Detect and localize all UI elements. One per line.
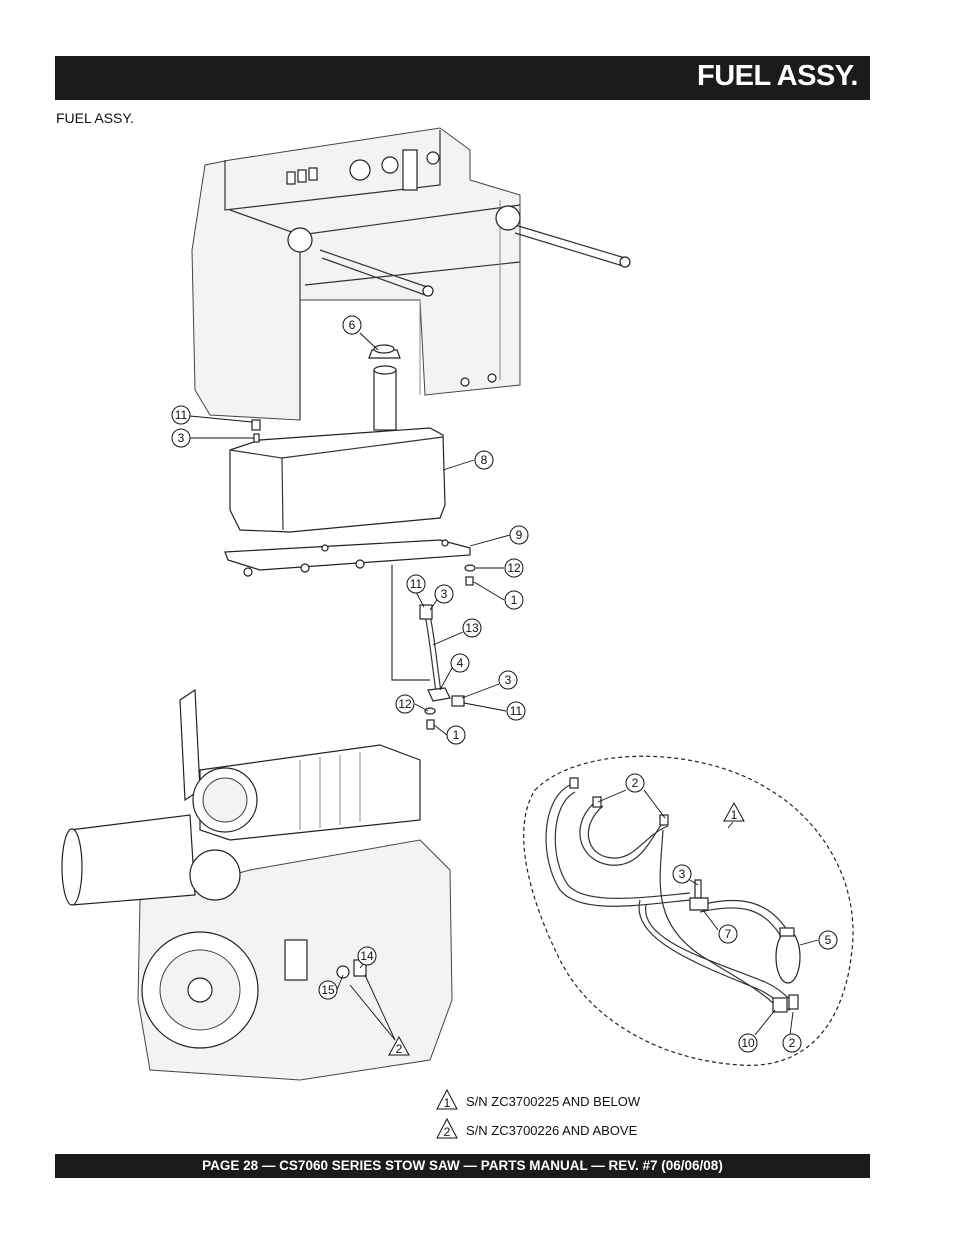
svg-text:1: 1 [731, 808, 738, 822]
svg-text:3: 3 [505, 673, 512, 687]
svg-text:10: 10 [741, 1036, 755, 1050]
callout-15: 15 [318, 980, 338, 1000]
leader-lines [189, 332, 819, 1041]
footer-bar: PAGE 28 — CS7060 SERIES STOW SAW — PARTS… [55, 1154, 870, 1178]
svg-text:5: 5 [825, 933, 832, 947]
note-2-text: S/N ZC3700226 AND ABOVE [466, 1123, 638, 1138]
tank-fitting [251, 419, 261, 443]
detail-region [523, 755, 854, 1066]
svg-text:15: 15 [321, 983, 335, 997]
svg-text:12: 12 [507, 561, 521, 575]
svg-text:2: 2 [444, 1125, 451, 1139]
detail-callout-3: 3 [672, 864, 692, 884]
callout-1: 1 [504, 590, 524, 610]
svg-text:3: 3 [441, 587, 448, 601]
svg-text:6: 6 [349, 318, 356, 332]
detail-callout-2: 2 [625, 773, 645, 793]
svg-text:3: 3 [679, 867, 686, 881]
callout-3: 3 [498, 670, 518, 690]
serial-notes: 1 S/N ZC3700225 AND BELOW 2 S/N ZC370022… [436, 1088, 641, 1139]
callout-12: 12 [504, 558, 524, 578]
svg-text:3: 3 [178, 431, 185, 445]
tank-bracket [224, 539, 471, 577]
triangle-marker-1: 1 [723, 801, 745, 822]
svg-text:7: 7 [725, 927, 732, 941]
svg-text:1: 1 [511, 593, 518, 607]
detail-callout-5: 5 [818, 930, 838, 950]
detail-callout-10: 10 [738, 1033, 758, 1053]
fuel-cap [368, 344, 401, 359]
callout-6: 6 [342, 315, 362, 335]
machine-frame [191, 127, 631, 421]
page-title: FUEL ASSY. [697, 60, 859, 92]
svg-text:2: 2 [789, 1036, 796, 1050]
callout-13: 13 [462, 618, 482, 638]
callout-8: 8 [474, 450, 494, 470]
detail-callout-7: 7 [718, 924, 738, 944]
svg-text:1: 1 [444, 1096, 451, 1110]
note-2-marker: 2 [436, 1117, 458, 1139]
callout-3: 3 [171, 428, 191, 448]
fuel-tank [229, 427, 446, 533]
callout-9: 9 [509, 525, 529, 545]
triangle-markers: 1 2 [388, 801, 745, 1056]
svg-text:8: 8 [481, 453, 488, 467]
detail-callout-2: 2 [782, 1033, 802, 1053]
svg-text:4: 4 [457, 656, 464, 670]
header-bar: FUEL ASSY. [55, 56, 870, 100]
callout-14: 14 [357, 946, 377, 966]
bracket-hardware [464, 564, 476, 586]
section-label: FUEL ASSY. [56, 110, 134, 126]
fuel-line [391, 565, 465, 730]
callout-3: 3 [434, 584, 454, 604]
filler-neck [373, 365, 397, 431]
svg-text:11: 11 [510, 704, 523, 718]
svg-text:12: 12 [398, 697, 412, 711]
callout-11: 11 [406, 574, 426, 594]
callout-12: 12 [395, 694, 415, 714]
svg-text:9: 9 [516, 528, 523, 542]
svg-text:2: 2 [396, 1042, 403, 1056]
note-1-marker: 1 [436, 1088, 458, 1110]
callout-1: 1 [446, 725, 466, 745]
triangle-marker-2: 2 [388, 1035, 410, 1056]
svg-text:1: 1 [453, 728, 460, 742]
note-1-text: S/N ZC3700225 AND BELOW [466, 1094, 641, 1109]
callout-4: 4 [450, 653, 470, 673]
callout-11: 11 [171, 405, 191, 425]
svg-text:11: 11 [410, 577, 423, 591]
callout-11: 11 [506, 701, 526, 721]
callouts: 6 11 3 8 9 12 1 11 3 13 4 3 12 11 1 14 1… [171, 315, 838, 1053]
engine [61, 688, 453, 1081]
svg-text:14: 14 [360, 949, 374, 963]
svg-text:2: 2 [632, 776, 639, 790]
svg-text:13: 13 [465, 621, 479, 635]
svg-text:11: 11 [175, 408, 188, 422]
